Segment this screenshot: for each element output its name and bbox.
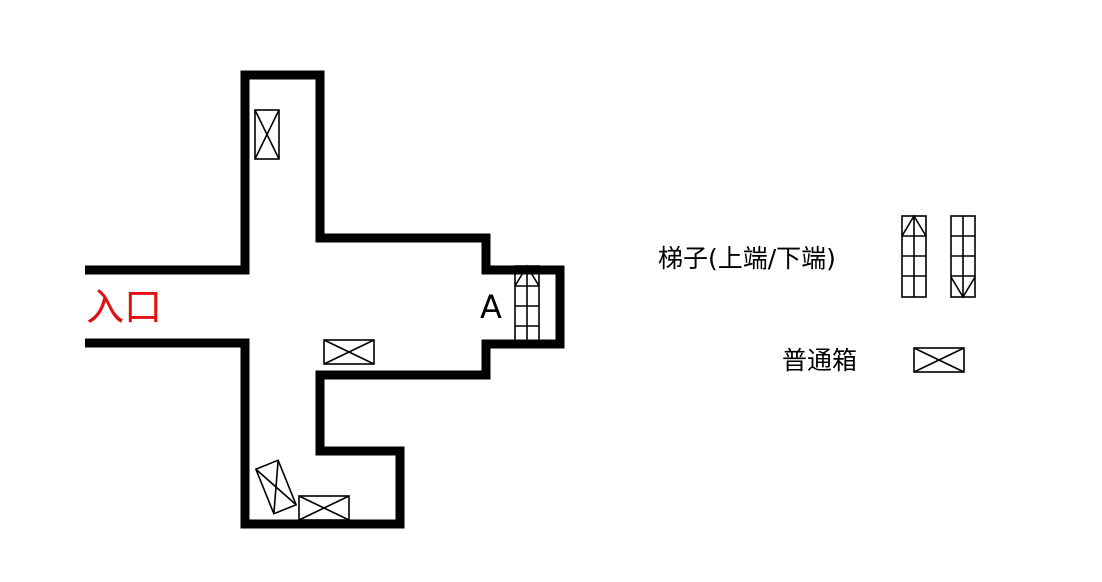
crate-top [254, 109, 280, 160]
entrance-label: 入口 [86, 285, 162, 329]
upper-wall [85, 70, 565, 529]
legend-ladder-down-icon [950, 215, 976, 299]
legend-ladder-label: 梯子(上端/下端) [658, 244, 836, 273]
crate-center [323, 339, 375, 365]
legend-crate-icon [913, 347, 965, 373]
walls [85, 70, 565, 529]
ladder-up-icon [514, 264, 540, 347]
crate-bottom-tilted [254, 459, 298, 515]
crate-bottom [298, 495, 350, 521]
point-a-label: A [480, 288, 502, 326]
legend-crate-label: 普通箱 [782, 346, 857, 375]
legend-ladder-up-icon [901, 214, 927, 298]
